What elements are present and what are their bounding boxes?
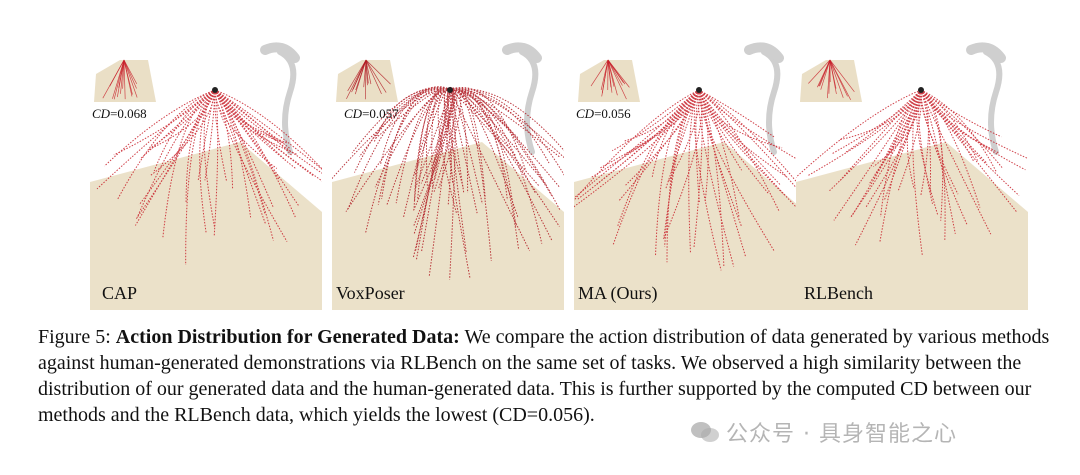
robot-arm <box>260 42 300 155</box>
inset-thumbnail <box>800 59 862 102</box>
panel-label-cap: CAP <box>102 283 138 303</box>
trajectories <box>332 86 564 280</box>
trajectories <box>574 89 806 271</box>
gripper-point <box>212 87 218 93</box>
panel-label-ma-ours: MA (Ours) <box>578 283 658 303</box>
trajectory-plot-ma-ours <box>574 42 806 310</box>
figure: CD=0.068 CAP CD=0.057 VoxPoser CD=0.056 … <box>90 32 1028 310</box>
inset-thumbnail <box>94 59 156 102</box>
trajectory-plot-rlbench <box>796 42 1028 310</box>
caption-title: Action Distribution for Generated Data: <box>115 326 460 348</box>
panel-voxposer: CD=0.057 VoxPoser <box>332 32 564 310</box>
robot-arm <box>744 42 784 155</box>
table-surface <box>796 142 1028 310</box>
panel-label-rlbench: RLBench <box>804 283 873 303</box>
caption-figure-number: Figure 5: <box>38 326 116 348</box>
wechat-icon <box>691 422 719 442</box>
gripper-point <box>696 87 702 93</box>
trajectory-plot-cap <box>90 42 322 310</box>
cd-label-cap: CD=0.068 <box>92 106 147 121</box>
trajectories <box>796 89 1028 256</box>
table-surface <box>332 142 564 310</box>
watermark-text: 公众号 · 具身智能之心 <box>726 422 957 447</box>
table-surface <box>90 142 322 310</box>
table-surface <box>574 142 806 310</box>
panel-ma-ours: CD=0.056 MA (Ours) <box>574 32 806 310</box>
inset-thumbnail <box>336 59 398 102</box>
cd-label-ma-ours: CD=0.056 <box>576 106 631 121</box>
panel-cap: CD=0.068 CAP <box>90 32 322 310</box>
panel-rlbench: RLBench <box>796 32 1028 310</box>
caption-body: We compare the action distribution of da… <box>38 326 1050 426</box>
robot-arm <box>502 42 542 155</box>
figure-caption: Figure 5: Action Distribution for Genera… <box>38 324 1068 428</box>
robot-arm <box>966 42 1006 155</box>
trajectory-plot-voxposer <box>332 42 564 310</box>
gripper-point <box>447 87 453 93</box>
inset-thumbnail <box>578 59 640 102</box>
gripper-point <box>918 87 924 93</box>
watermark: 公众号 · 具身智能之心 <box>690 416 957 448</box>
cd-label-voxposer: CD=0.057 <box>344 106 399 121</box>
trajectories <box>96 89 322 266</box>
panel-label-voxposer: VoxPoser <box>336 283 405 303</box>
